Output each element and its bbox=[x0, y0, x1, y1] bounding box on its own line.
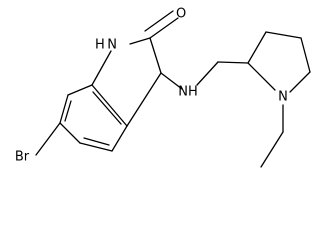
pyrrolidine-n-label: N bbox=[278, 90, 288, 105]
molecule-structure: O H N NH N Br bbox=[15, 7, 311, 168]
bromine-atom-label: Br bbox=[15, 150, 30, 165]
pyrrolidine-ring bbox=[247, 31, 311, 93]
ethyl-group bbox=[260, 104, 284, 168]
bromo-bond bbox=[35, 122, 61, 156]
lactam-ring bbox=[91, 37, 162, 127]
amine-nh-label: NH bbox=[178, 85, 198, 100]
lactam-nh-label: H N bbox=[95, 38, 117, 53]
oxygen-atom-label: O bbox=[176, 7, 186, 22]
benzene-ring bbox=[59, 84, 128, 152]
amine-linker bbox=[160, 61, 249, 90]
carbonyl-bond bbox=[144, 10, 179, 39]
